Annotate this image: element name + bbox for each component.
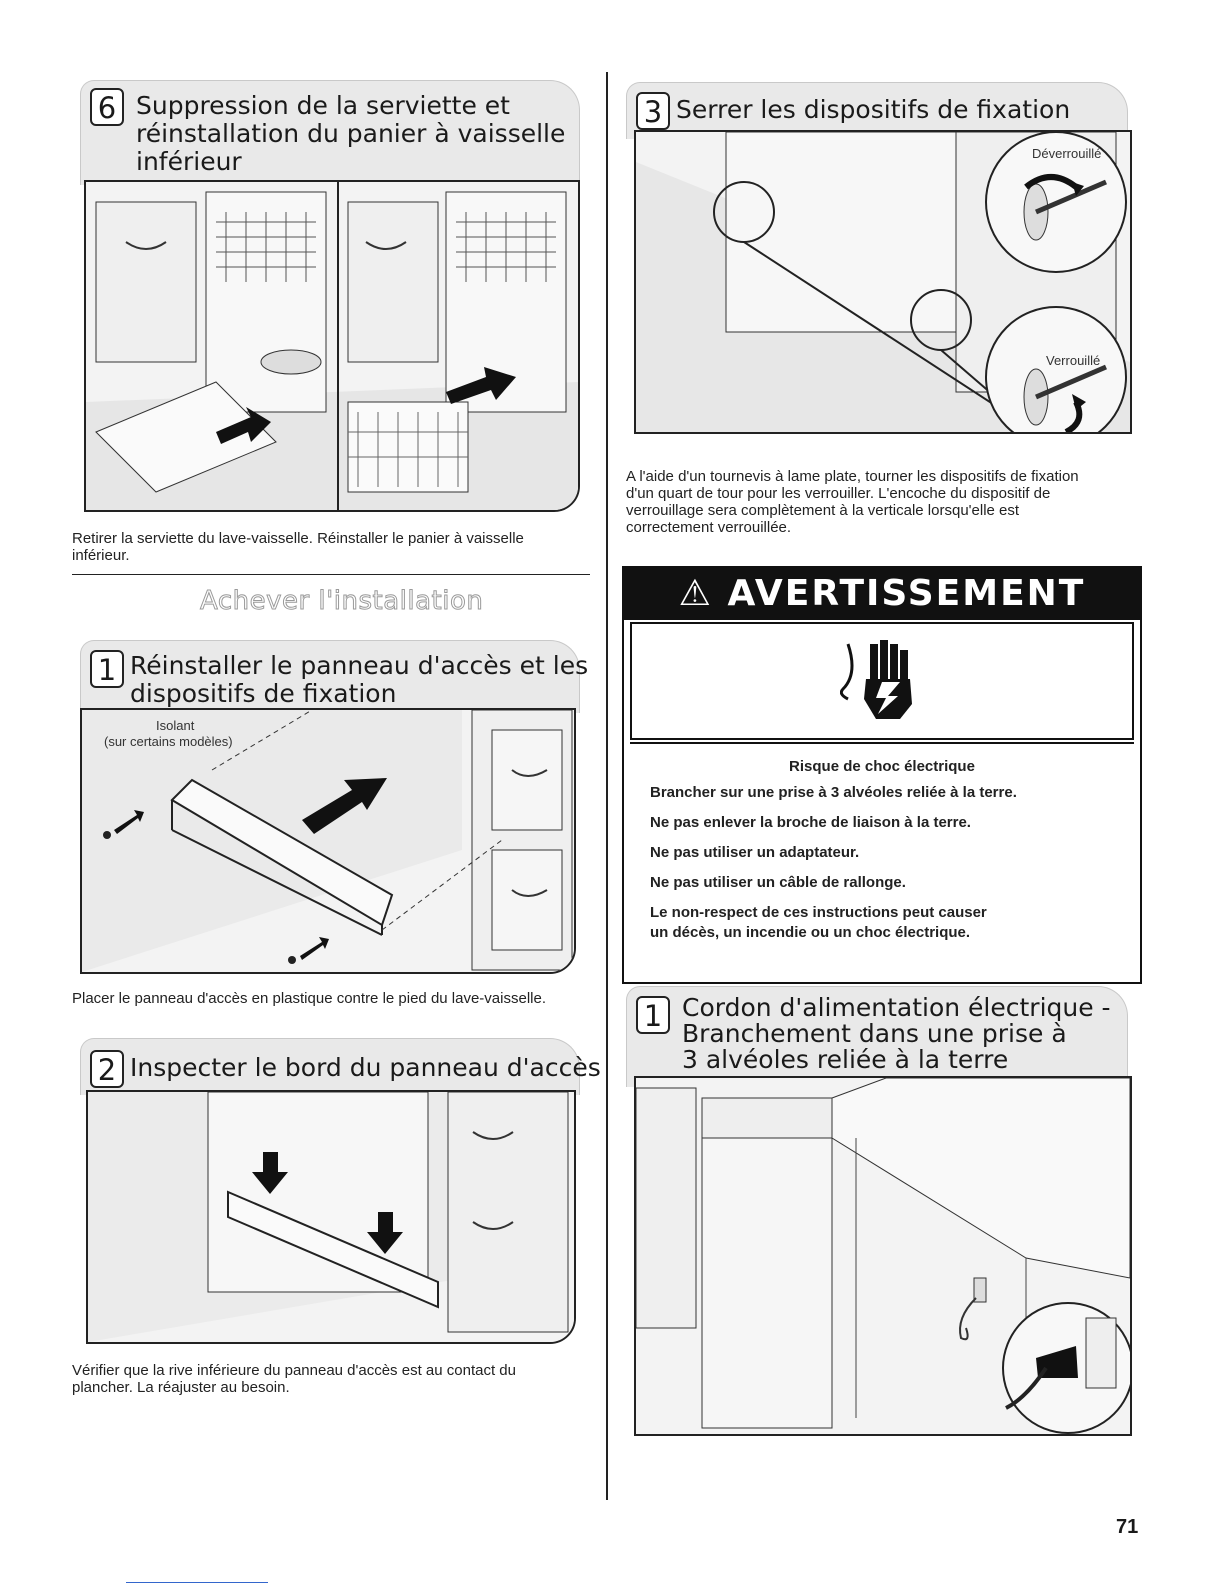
step3-caption: A l'aide d'un tournevis à lame plate, to… xyxy=(626,468,1079,536)
warning-risk: Risque de choc électrique xyxy=(789,758,975,775)
step1b-title-line3: 3 alvéoles reliée à la terre xyxy=(682,1045,1009,1074)
warning-heading-bar: ⚠ AVERTISSEMENT xyxy=(624,568,1140,620)
label-isolant: Isolant xyxy=(156,718,195,733)
step6-caption: Retirer la serviette du lave-vaisselle. … xyxy=(72,530,524,564)
warning-line6: un décès, un incendie ou un choc électri… xyxy=(650,924,971,941)
warning-line1: Brancher sur une prise à 3 alvéoles reli… xyxy=(650,784,1017,801)
step6-illustration xyxy=(84,180,580,512)
step3-title: Serrer les dispositifs de fixation xyxy=(676,95,1071,124)
step1b-illustration xyxy=(634,1076,1132,1436)
step1b-title-line1: Cordon d'alimentation électrique - xyxy=(682,993,1111,1022)
step1-caption: Placer le panneau d'accès en plastique c… xyxy=(72,990,546,1007)
fastener-lock-illustration xyxy=(636,132,1130,432)
dishwasher-towel-rack-illustration xyxy=(86,182,578,510)
step1b-header xyxy=(626,986,1128,1087)
warning-line5: Le non-respect de ces instructions peut … xyxy=(650,904,987,921)
access-panel-edge-illustration xyxy=(88,1092,574,1342)
step2-header xyxy=(80,1038,580,1095)
step2-caption: Vérifier que la rive inférieure du panne… xyxy=(72,1362,516,1396)
step1-header xyxy=(80,640,580,713)
warning-inner-frame xyxy=(630,622,1134,740)
step6-title-line3: inférieur xyxy=(136,147,242,176)
step3-illustration xyxy=(634,130,1132,434)
warning-line2: Ne pas enlever la broche de liaison à la… xyxy=(650,814,971,831)
warning-triangle-icon: ⚠ xyxy=(678,573,713,614)
step3-number: 3 xyxy=(636,92,670,130)
step2-title: Inspecter le bord du panneau d'accès xyxy=(130,1053,601,1082)
warning-box: ⚠ AVERTISSEMENT Risque de choc électriqu… xyxy=(622,566,1142,984)
label-certain-models: (sur certains modèles) xyxy=(104,734,233,749)
label-locked: Verrouillé xyxy=(1046,353,1101,368)
step6-number: 6 xyxy=(90,88,124,126)
step2-illustration xyxy=(86,1090,576,1344)
step6-header xyxy=(80,80,580,185)
step6-title-line2: réinstallation du panier à vaisselle xyxy=(136,119,566,148)
step1-illustration xyxy=(80,708,576,974)
power-cord-outlet-illustration xyxy=(636,1078,1130,1434)
section-title: Achever l'installation xyxy=(199,586,484,617)
step1b-number: 1 xyxy=(636,996,670,1034)
page-number: 71 xyxy=(1116,1516,1139,1538)
step1b-title-line2: Branchement dans une prise à xyxy=(682,1019,1067,1048)
electric-shock-icon xyxy=(840,640,912,719)
step2-number: 2 xyxy=(90,1050,124,1088)
step1-title-line1: Réinstaller le panneau d'accès et les xyxy=(130,651,589,680)
warning-divider xyxy=(630,742,1134,744)
warning-heading: AVERTISSEMENT xyxy=(727,573,1086,614)
step3-header xyxy=(626,82,1128,139)
step1-title-line2: dispositifs de fixation xyxy=(130,679,397,708)
warning-line4: Ne pas utiliser un câble de rallonge. xyxy=(650,874,906,891)
access-panel-illustration xyxy=(82,710,574,972)
footer-link-line xyxy=(126,1582,268,1583)
section-rule xyxy=(72,574,590,575)
step1-number: 1 xyxy=(90,650,124,688)
warning-line3: Ne pas utiliser un adaptateur. xyxy=(650,844,860,861)
label-unlocked: Déverrouillé xyxy=(1032,146,1102,161)
step6-title-line1: Suppression de la serviette et xyxy=(136,91,510,120)
column-divider xyxy=(606,72,608,1500)
